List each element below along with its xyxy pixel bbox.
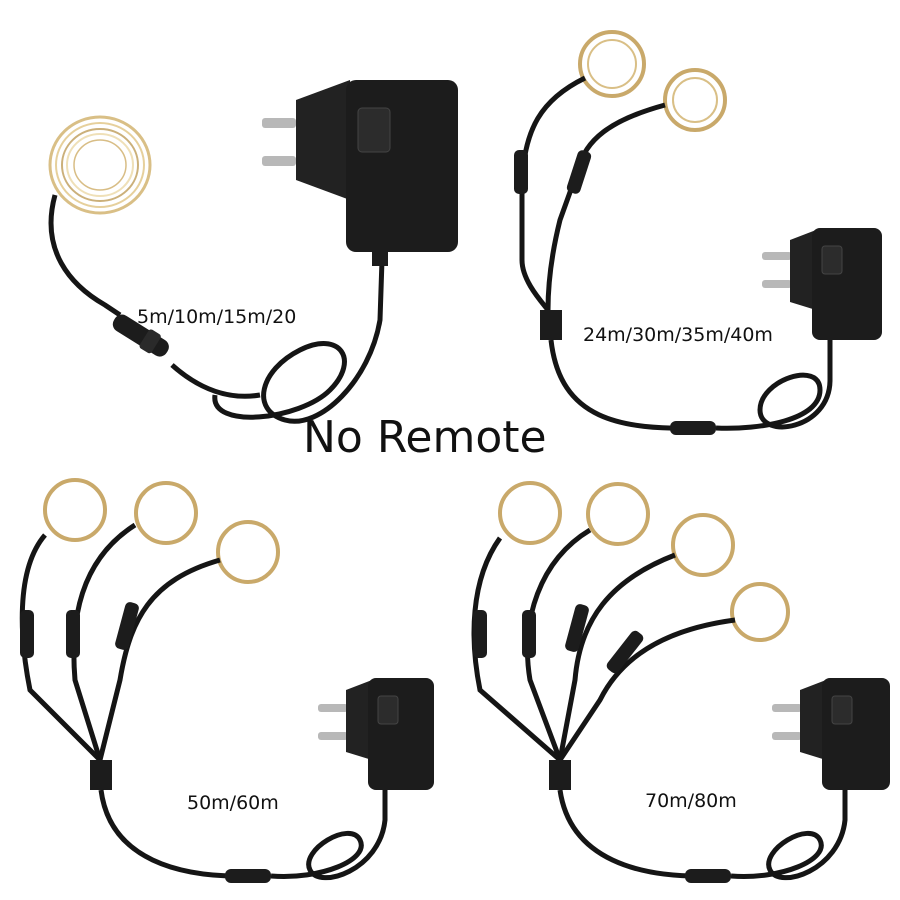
copper-wire-coil <box>663 68 727 132</box>
power-adapter <box>762 228 882 340</box>
copper-wire-coil <box>498 481 562 545</box>
variant-2-caption: 24m/30m/35m/40m <box>583 324 773 346</box>
power-adapter <box>262 80 458 266</box>
variant-1-kit <box>48 80 458 424</box>
variant-4-caption: 70m/80m <box>645 790 737 812</box>
cable <box>48 194 122 318</box>
copper-wire-coil <box>671 513 735 577</box>
variant-3-caption: 50m/60m <box>187 792 279 814</box>
splitter <box>90 760 112 790</box>
variant-1-caption: 5m/10m/15m/20 <box>137 306 297 328</box>
copper-wire-coil <box>730 582 790 642</box>
copper-wire-coil <box>134 481 198 545</box>
power-adapter <box>318 678 434 790</box>
connector <box>566 150 592 194</box>
headline: No Remote <box>303 412 547 463</box>
copper-wire-coil <box>48 115 152 215</box>
connector <box>514 150 528 194</box>
copper-wire-coil <box>43 478 107 542</box>
copper-wire-coil <box>216 520 280 584</box>
copper-wire-coil <box>578 30 646 98</box>
cable-loop <box>212 259 385 424</box>
power-adapter <box>772 678 890 790</box>
splitter <box>549 760 571 790</box>
copper-wire-coil <box>586 482 650 546</box>
dc-connector <box>112 314 169 357</box>
variant-2-kit <box>514 30 882 435</box>
variant-3-kit <box>19 478 434 883</box>
variant-4-kit <box>471 481 890 883</box>
splitter <box>540 310 562 340</box>
